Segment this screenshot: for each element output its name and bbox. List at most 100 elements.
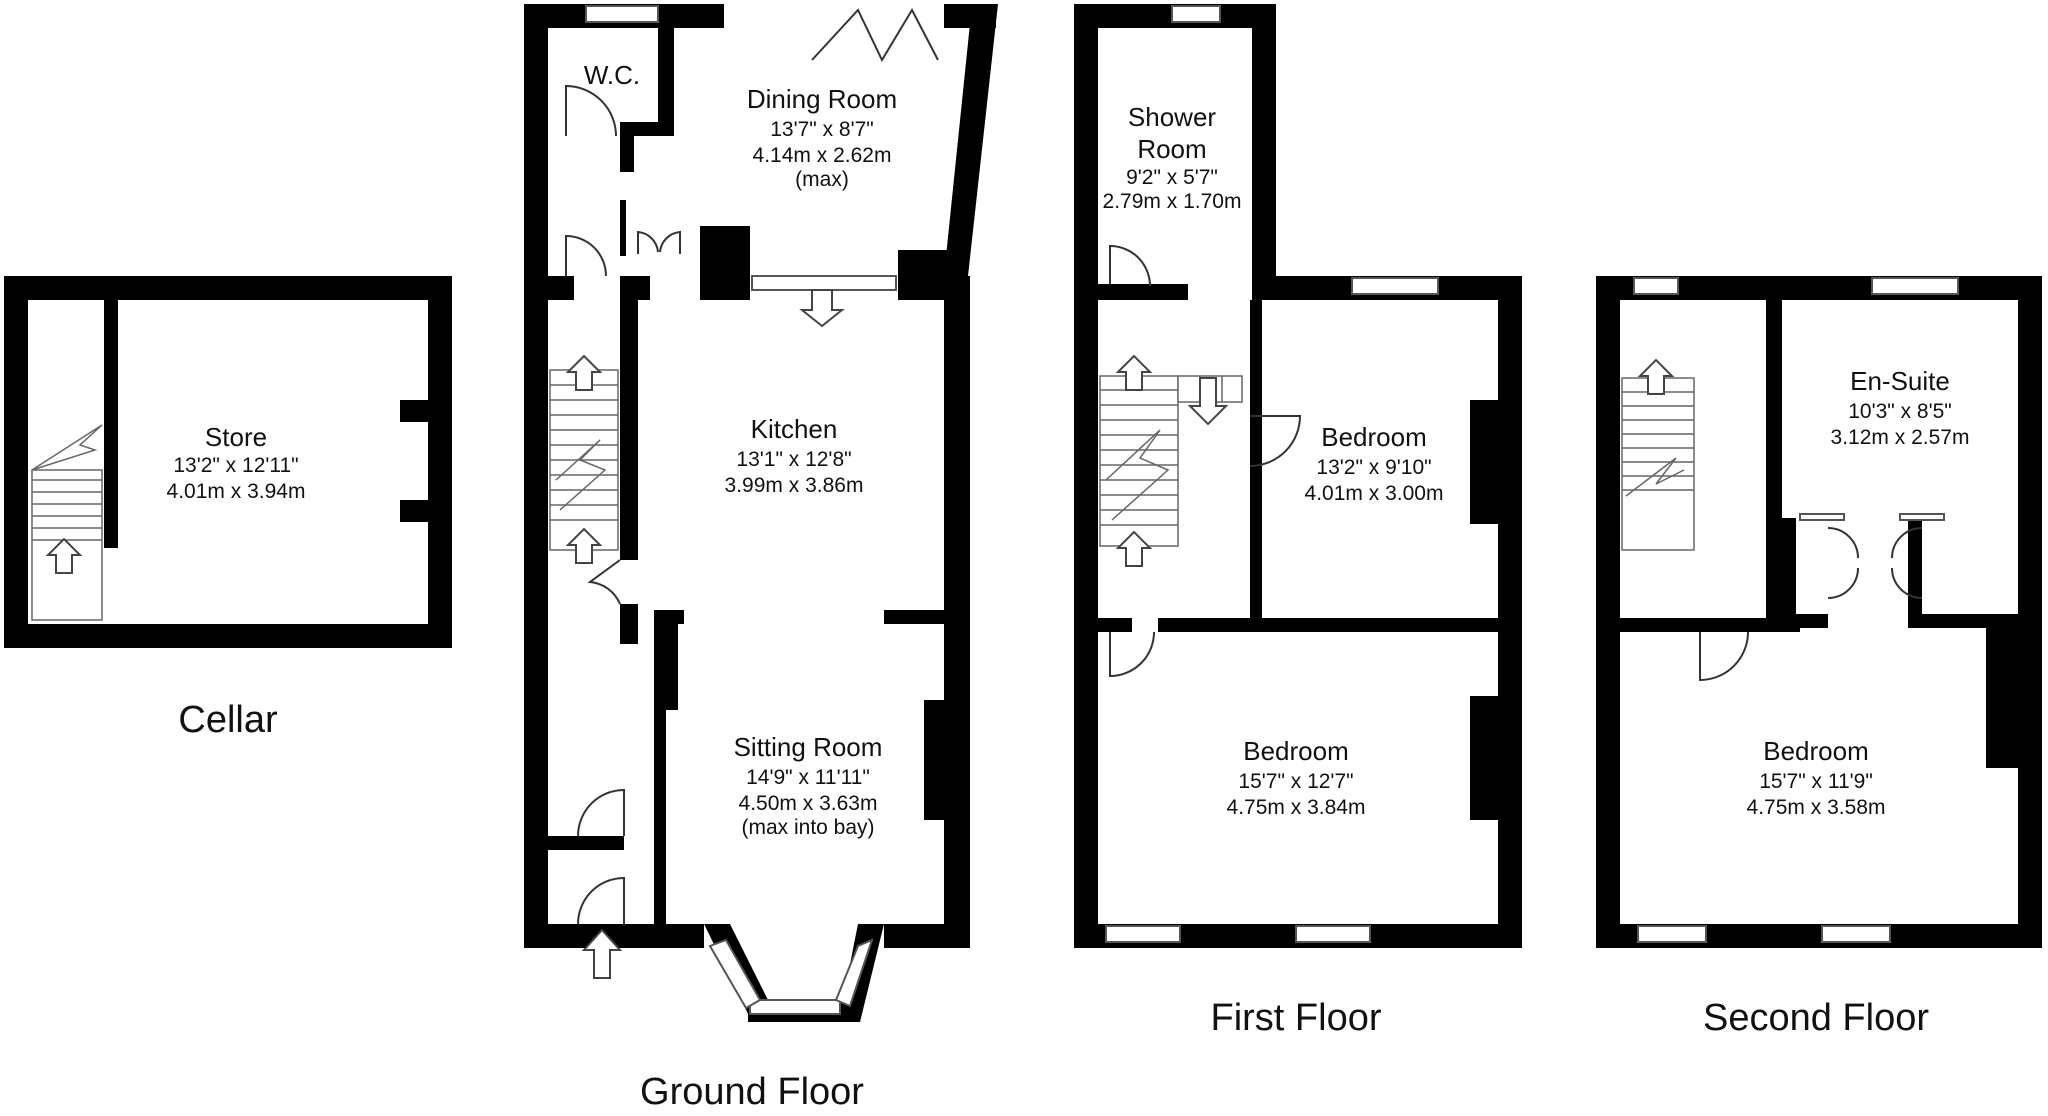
second-floor-plan: En-Suite 10'3" x 8'5" 3.12m x 2.57m Bedr… — [1596, 276, 2042, 1039]
ground-east-wall — [944, 276, 970, 948]
floor-label: Cellar — [178, 699, 278, 741]
window — [1821, 925, 1891, 943]
hall-partition — [620, 604, 638, 644]
room-name: Bedroom — [1243, 736, 1349, 766]
room-name: Dining Room — [747, 84, 897, 114]
first-internal-wall — [1098, 284, 1188, 300]
room-size-metric: 3.99m x 3.86m — [725, 474, 864, 497]
room-note: (max into bay) — [741, 816, 874, 839]
hall-door — [565, 234, 607, 277]
room-note: (max) — [795, 168, 849, 191]
wardrobe-rail — [1799, 513, 1845, 521]
first-internal-wall — [1158, 618, 1498, 632]
ground-internal-wall — [548, 276, 574, 300]
second-staircase — [1621, 377, 1695, 551]
wc-wall — [658, 24, 674, 132]
first-staircase — [1099, 375, 1243, 547]
shower-east-wall — [1252, 4, 1276, 300]
window — [1633, 277, 1679, 295]
cellar-chimney-breast — [400, 500, 428, 522]
room-size-imperial: 13'7" x 8'7" — [770, 118, 874, 141]
chimney-stack — [700, 226, 750, 300]
room-size-metric: 4.50m x 3.63m — [739, 792, 878, 815]
wardrobe-doors — [1891, 527, 1923, 599]
shower-room-door — [1109, 244, 1151, 287]
room-name: Shower — [1128, 102, 1216, 132]
floor-label: Ground Floor — [640, 1071, 864, 1113]
ground-staircase — [549, 369, 619, 551]
internal-window — [751, 275, 897, 291]
room-size-imperial: 14'9" x 11'11" — [746, 766, 870, 789]
second-west-wall — [1596, 276, 1620, 948]
stair-down-arrow-icon — [1187, 377, 1229, 426]
first-west-wall — [1074, 4, 1098, 948]
window — [585, 5, 659, 23]
first-internal-wall — [1098, 618, 1132, 632]
wc-wall — [620, 122, 634, 172]
step-down-arrow-icon — [799, 289, 845, 328]
chimney-stack — [898, 250, 968, 300]
room-name: Store — [205, 422, 267, 452]
bifold-door — [811, 7, 939, 63]
hall-partition — [654, 610, 684, 624]
chimney-breast — [1986, 628, 2018, 768]
kitchen-door — [587, 559, 621, 605]
ground-south-wall — [884, 924, 970, 948]
room-size-metric: 4.75m x 3.58m — [1747, 796, 1886, 819]
cellar-chimney-breast — [400, 400, 428, 422]
cellar-stair-wall — [104, 300, 118, 548]
wardrobe-wall — [1922, 614, 2018, 628]
room-name: Bedroom — [1763, 736, 1869, 766]
bay-window — [834, 938, 874, 1008]
first-floor-plan: Shower Room 9'2" x 5'7" 2.79m x 1.70m Be… — [1074, 4, 1522, 1039]
chimney-breast — [1470, 696, 1498, 820]
inner-porch-door — [577, 788, 625, 837]
window — [1171, 5, 1221, 23]
floor-label: Second Floor — [1703, 997, 1929, 1039]
room-size-imperial: 13'2" x 9'10" — [1316, 456, 1431, 479]
room-size-metric: 3.12m x 2.57m — [1831, 426, 1970, 449]
wardrobe-doors — [1827, 527, 1859, 599]
chimney-breast — [924, 700, 948, 820]
room-size-imperial: 13'1" x 12'8" — [736, 448, 851, 471]
first-east-wall — [1498, 276, 1522, 948]
sitting-room-nib — [884, 610, 944, 624]
cellar-staircase — [31, 424, 103, 621]
room-name: Sitting Room — [734, 732, 883, 762]
room-name: Room — [1137, 134, 1206, 164]
room-name: En-Suite — [1850, 366, 1950, 396]
bay-window — [749, 999, 841, 1015]
front-door — [577, 876, 625, 925]
bay-window — [708, 938, 762, 1010]
ensuite-wall — [1766, 300, 1782, 630]
floor-label: First Floor — [1211, 997, 1382, 1039]
room-name: Bedroom — [1321, 422, 1427, 452]
bedroom-door — [1109, 631, 1155, 678]
room-size-metric: 4.01m x 3.94m — [167, 480, 306, 503]
window — [1105, 925, 1181, 943]
room-size-metric: 2.79m x 1.70m — [1103, 190, 1242, 213]
room-size-imperial: 13'2" x 12'11" — [173, 454, 298, 477]
first-internal-wall — [1250, 300, 1262, 624]
hall-partition — [620, 300, 638, 560]
room-size-imperial: 15'7" x 11'9" — [1759, 770, 1873, 793]
window — [1351, 277, 1439, 295]
wardrobe-wall — [1782, 518, 1796, 628]
wardrobe-wall — [1908, 518, 1922, 628]
hall-partition — [654, 610, 678, 710]
entrance-arrow-icon — [581, 928, 623, 979]
second-internal-wall — [1722, 618, 1752, 632]
room-size-imperial: 10'3" x 8'5" — [1848, 400, 1952, 423]
bedroom-door — [1249, 415, 1302, 467]
second-east-wall — [2018, 276, 2042, 948]
bedroom-door — [1699, 631, 1749, 682]
window — [1637, 925, 1707, 943]
ground-internal-wall — [620, 276, 650, 300]
room-size-metric: 4.14m x 2.62m — [753, 144, 892, 167]
second-internal-wall — [1620, 618, 1800, 632]
ground-dining-slanted-wall — [944, 4, 998, 276]
cupboard-wall — [620, 200, 626, 256]
window — [1295, 925, 1371, 943]
hall-partition — [654, 696, 666, 932]
